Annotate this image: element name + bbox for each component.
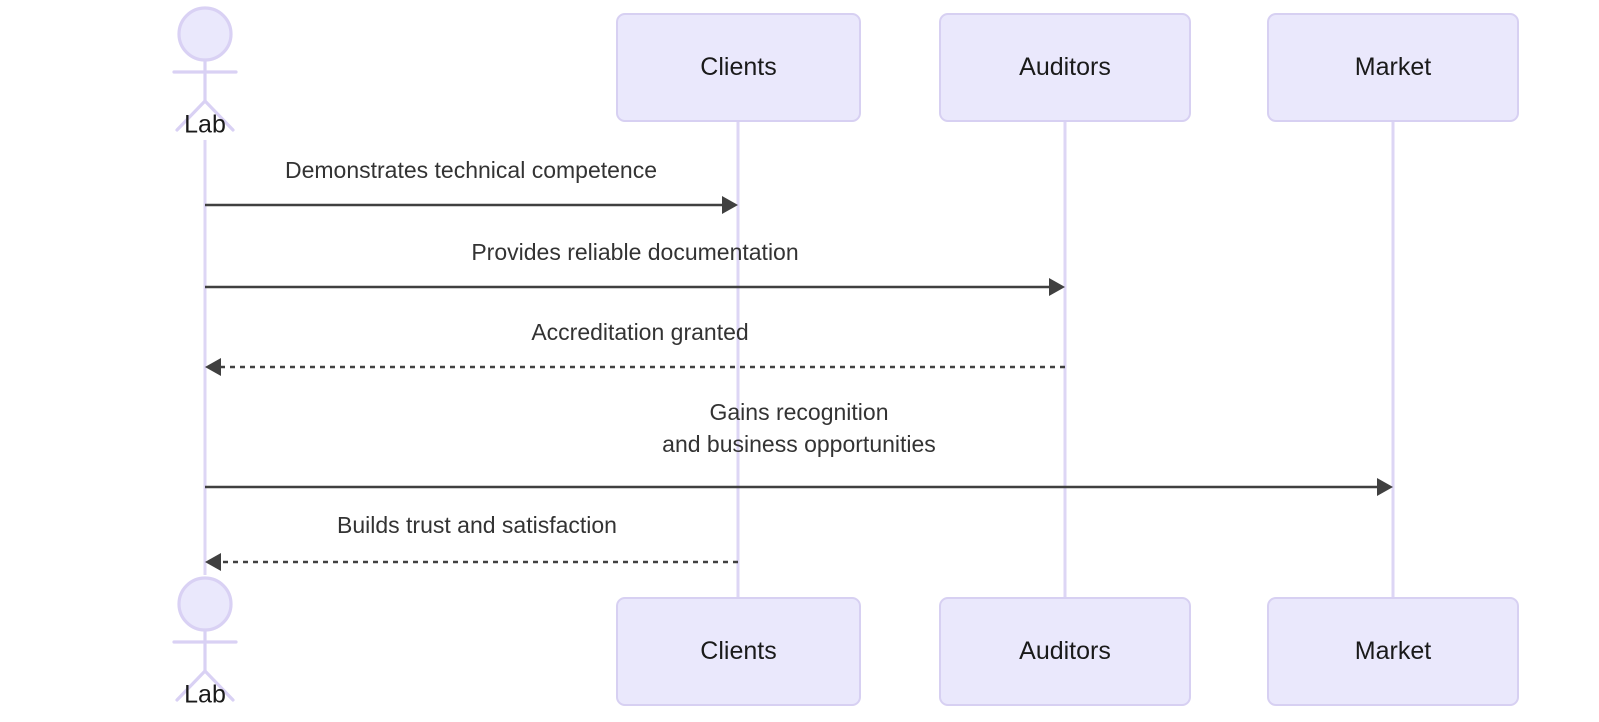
actor-leg-left-icon — [175, 669, 207, 702]
participant-box-shape — [939, 597, 1191, 706]
participant-box-market-bottom[interactable]: Market — [1267, 597, 1519, 706]
participant-box-auditors-top[interactable]: Auditors — [939, 13, 1191, 122]
actor-head-icon — [177, 6, 233, 62]
message-arrowhead-icon — [722, 196, 738, 214]
message-arrowhead-icon — [205, 358, 221, 376]
participant-label-clients: Clients — [700, 637, 776, 665]
participant-box-clients-bottom[interactable]: Clients — [616, 597, 861, 706]
participant-box-market-top[interactable]: Market — [1267, 13, 1519, 122]
actor-head-icon — [177, 576, 233, 632]
actor-lab-top[interactable]: Lab — [172, 6, 238, 139]
message-1[interactable]: Demonstrates technical competence — [205, 157, 738, 214]
participant-label-lab: Lab — [184, 111, 226, 139]
actor-lab-bottom[interactable]: Lab — [172, 576, 238, 709]
actor-leg-right-icon — [203, 669, 235, 702]
messages-layer: Demonstrates technical competenceProvide… — [205, 157, 1393, 571]
participant-label-clients: Clients — [700, 53, 776, 81]
message-arrowhead-icon — [1377, 478, 1393, 496]
participant-box-shape — [939, 13, 1191, 122]
participant-label-market: Market — [1355, 53, 1431, 81]
participant-label-lab: Lab — [184, 681, 226, 709]
participant-label-auditors: Auditors — [1019, 637, 1111, 665]
message-label-2: Provides reliable documentation — [471, 239, 798, 265]
message-5[interactable]: Builds trust and satisfaction — [205, 512, 738, 571]
message-label-1: Demonstrates technical competence — [285, 157, 657, 183]
participant-label-market: Market — [1355, 637, 1431, 665]
actor-leg-right-icon — [203, 99, 235, 132]
participant-box-shape — [1267, 597, 1519, 706]
actor-leg-left-icon — [175, 99, 207, 132]
message-3[interactable]: Accreditation granted — [205, 319, 1065, 376]
message-2[interactable]: Provides reliable documentation — [205, 239, 1065, 296]
participants-layer: LabLabClientsClientsAuditorsAuditorsMark… — [172, 6, 1519, 709]
message-arrowhead-icon — [205, 553, 221, 571]
message-label-5: Builds trust and satisfaction — [337, 512, 617, 538]
message-arrowhead-icon — [1049, 278, 1065, 296]
participant-box-shape — [616, 13, 861, 122]
message-label-3: Accreditation granted — [531, 319, 748, 345]
participant-box-shape — [616, 597, 861, 706]
participant-label-auditors: Auditors — [1019, 53, 1111, 81]
lifelines-layer — [203, 121, 1395, 598]
participant-box-clients-top[interactable]: Clients — [616, 13, 861, 122]
participant-box-shape — [1267, 13, 1519, 122]
participant-box-auditors-bottom[interactable]: Auditors — [939, 597, 1191, 706]
